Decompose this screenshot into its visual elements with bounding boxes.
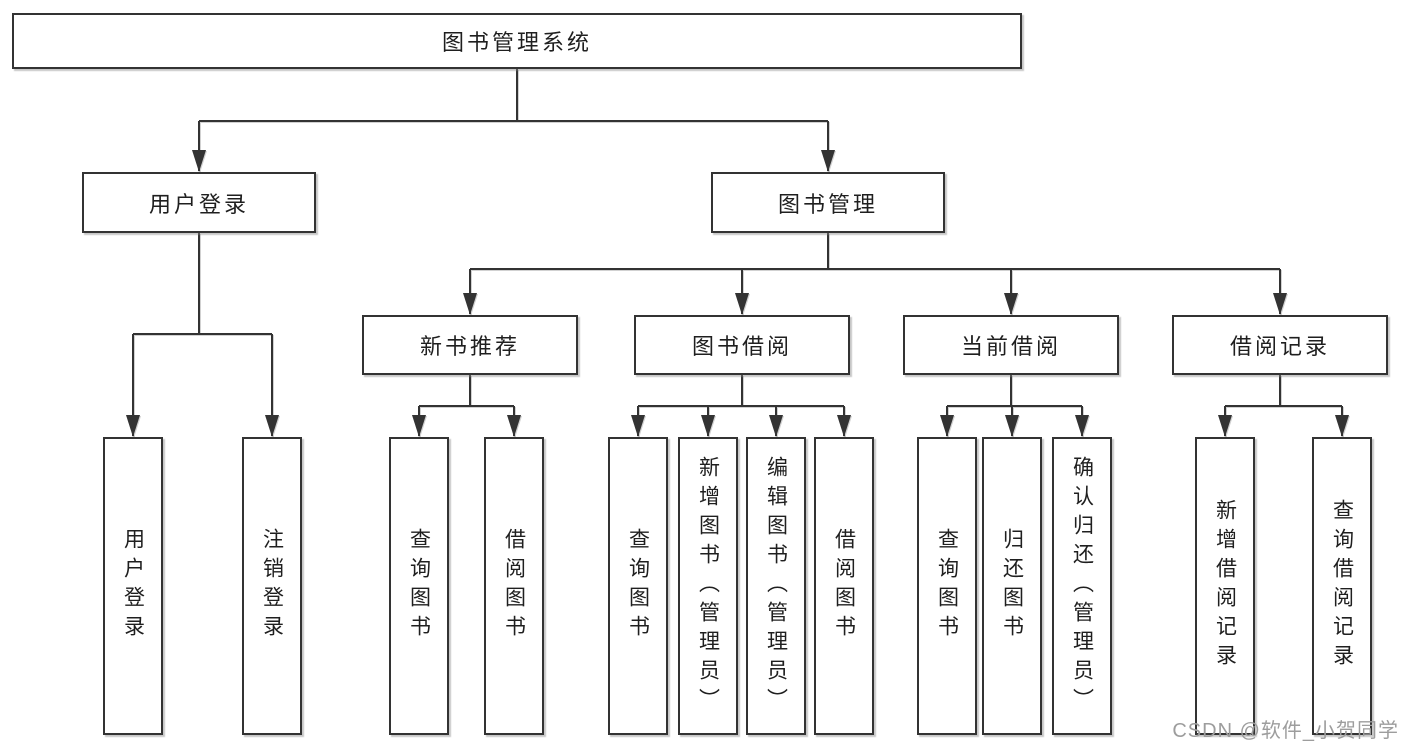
node-label: 借阅记录 <box>1229 334 1330 359</box>
node-leaf-query-books-borrow: 查询图书 <box>608 437 668 735</box>
node-label: 借阅图书 <box>832 528 856 644</box>
node-label: 查询图书 <box>407 528 431 644</box>
node-label: 注销登录 <box>260 528 284 644</box>
node-leaf-query-books-current: 查询图书 <box>917 437 977 735</box>
node-leaf-user-login: 用户登录 <box>103 437 163 735</box>
node-user-login: 用户登录 <box>82 172 316 233</box>
node-label: 新增图书（管理员） <box>696 455 720 717</box>
node-label: 查询图书 <box>935 528 959 644</box>
node-leaf-logout: 注销登录 <box>242 437 302 735</box>
node-leaf-borrow-books-recommend: 借阅图书 <box>484 437 544 735</box>
node-label: 图书管理 <box>777 191 878 217</box>
node-leaf-query-books-recommend: 查询图书 <box>389 437 449 735</box>
node-leaf-confirm-return-admin: 确认归还（管理员） <box>1052 437 1112 735</box>
node-label: 新增借阅记录 <box>1213 499 1237 673</box>
node-library-management-system: 图书管理系统 <box>12 13 1022 69</box>
node-leaf-borrow-books: 借阅图书 <box>814 437 874 735</box>
node-label: 归还图书 <box>1000 528 1024 644</box>
connector-rails <box>133 69 1342 407</box>
node-current-borrow: 当前借阅 <box>903 315 1119 375</box>
node-borrow-records: 借阅记录 <box>1172 315 1388 375</box>
node-book-management: 图书管理 <box>711 172 945 233</box>
node-leaf-return-books: 归还图书 <box>982 437 1042 735</box>
node-label: 用户登录 <box>148 191 249 217</box>
node-label: 查询借阅记录 <box>1330 499 1354 673</box>
node-book-borrow: 图书借阅 <box>634 315 850 375</box>
node-label: 借阅图书 <box>502 528 526 644</box>
node-leaf-add-borrow-record: 新增借阅记录 <box>1195 437 1255 735</box>
node-label: 图书管理系统 <box>441 30 592 55</box>
node-new-book-recommend: 新书推荐 <box>362 315 578 375</box>
node-leaf-query-borrow-record: 查询借阅记录 <box>1312 437 1372 735</box>
node-label: 用户登录 <box>121 528 145 644</box>
csdn-watermark: CSDN @软件_小贺同学 <box>1172 720 1399 742</box>
node-leaf-edit-books-admin: 编辑图书（管理员） <box>746 437 806 735</box>
node-leaf-add-books-admin: 新增图书（管理员） <box>678 437 738 735</box>
node-label: 查询图书 <box>626 528 650 644</box>
node-label: 编辑图书（管理员） <box>764 455 788 717</box>
node-label: 当前借阅 <box>960 334 1061 359</box>
node-label: 图书借阅 <box>691 334 792 359</box>
node-label: 新书推荐 <box>419 334 520 359</box>
node-label: 确认归还（管理员） <box>1070 455 1094 717</box>
